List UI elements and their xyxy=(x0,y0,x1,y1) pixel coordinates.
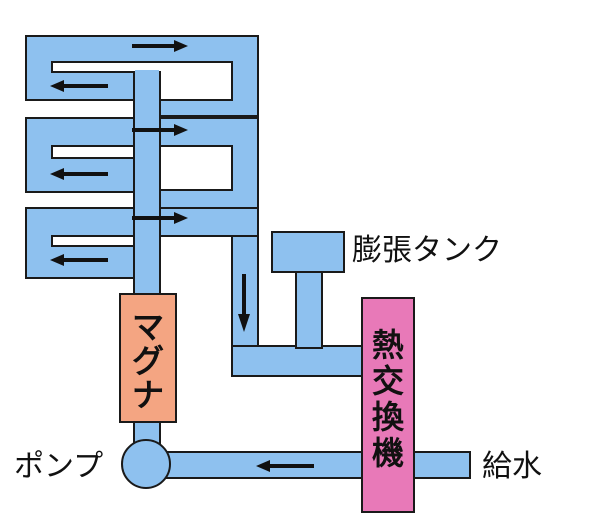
magna-pump xyxy=(119,293,177,423)
expansion-tank-connector xyxy=(295,269,323,349)
expansion-tank xyxy=(271,231,345,273)
heat-exchanger-char-2: 交 xyxy=(372,362,404,400)
arrow-right-loop-3 xyxy=(132,212,188,224)
magna-label-char-1: マ xyxy=(132,308,164,346)
water-supply-label: 給水 xyxy=(482,449,542,484)
magna-label-char-3: ナ xyxy=(132,376,164,414)
pump-symbol xyxy=(121,439,171,489)
heat-exchanger xyxy=(361,297,415,513)
pump-label: ポンプ xyxy=(14,449,103,484)
arrow-left-loop-3 xyxy=(50,254,108,266)
heat-exchanger-char-4: 機 xyxy=(372,434,404,472)
arrow-left-supply xyxy=(256,460,314,472)
heat-exchanger-char-3: 換 xyxy=(372,398,405,436)
water-supply-pipe xyxy=(159,451,471,479)
expansion-tank-label: 膨張タンク xyxy=(352,233,502,268)
arrow-left-loop-1 xyxy=(50,80,108,92)
magna-label-char-2: グ xyxy=(132,342,164,380)
arrow-right-loop-2 xyxy=(132,124,188,136)
arrow-left-loop-2 xyxy=(50,168,108,180)
arrow-right-loop-1 xyxy=(132,40,188,52)
arrow-down-return xyxy=(238,274,250,332)
heat-exchanger-char-1: 熱 xyxy=(372,326,404,364)
